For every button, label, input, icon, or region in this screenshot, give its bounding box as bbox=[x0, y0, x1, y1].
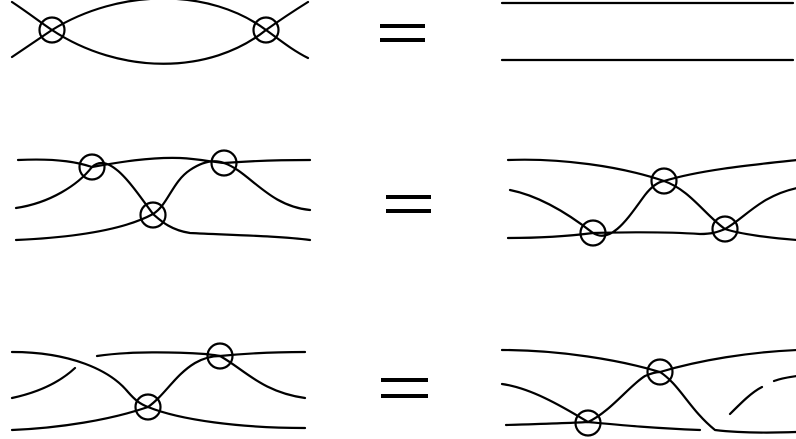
row2-left-wave-strand-b bbox=[14, 160, 312, 242]
row1-left-upper-strand bbox=[10, 0, 310, 60]
row2-right-tangle bbox=[506, 158, 796, 247]
row2-right-wave-strand-a bbox=[508, 179, 796, 242]
row1-equals-sign bbox=[380, 24, 425, 42]
row-mixed-move bbox=[10, 342, 796, 437]
row2-left-tangle bbox=[14, 149, 312, 242]
row3-right-under-strand-right bbox=[772, 375, 796, 383]
virtual-crossing-circle bbox=[646, 358, 674, 386]
row2-right-wave-strand-b bbox=[506, 187, 796, 240]
row3-left-under-strand-right bbox=[95, 350, 307, 358]
row1-left-tangle bbox=[10, 0, 310, 65]
row3-right-bottom-strand bbox=[504, 420, 702, 432]
row2-left-top-strand bbox=[16, 156, 312, 169]
row-virtual-move-2 bbox=[10, 0, 795, 65]
row3-left-tangle bbox=[10, 342, 307, 432]
row3-right-under-strand-left bbox=[728, 385, 764, 416]
row-virtual-move-3 bbox=[14, 149, 796, 247]
virtual-crossing-circle bbox=[579, 219, 607, 247]
equals-bar-bottom bbox=[386, 209, 431, 213]
row3-right-wave-strand bbox=[500, 370, 796, 434]
virtual-crossing-circle bbox=[711, 215, 739, 243]
virtual-crossing-circle bbox=[252, 16, 280, 44]
row1-left-lower-strand bbox=[10, 0, 310, 65]
row3-equals-sign bbox=[381, 378, 428, 398]
virtual-crossing-circle bbox=[206, 342, 234, 370]
equals-bar-top bbox=[380, 24, 425, 28]
virtual-crossing-circle bbox=[134, 393, 162, 421]
virtual-crossing-circle bbox=[210, 149, 238, 177]
row2-left-wave-strand-a bbox=[14, 161, 312, 242]
row2-equals-sign bbox=[386, 195, 431, 213]
virtual-crossing-circle bbox=[78, 153, 106, 181]
virtual-crossing-circle bbox=[139, 201, 167, 229]
equals-bar-top bbox=[381, 378, 428, 382]
row3-right-tangle bbox=[500, 348, 796, 437]
equals-bar-bottom bbox=[381, 394, 428, 398]
virtual-crossing-circle bbox=[38, 16, 66, 44]
row3-left-bottom-strand bbox=[10, 405, 307, 432]
virtual-crossing-circle bbox=[650, 167, 678, 195]
row3-left-under-strand-left bbox=[10, 366, 77, 400]
virtual-crossing-circle bbox=[574, 409, 602, 437]
equals-bar-bottom bbox=[380, 38, 425, 42]
row1-right-tangle bbox=[500, 1, 795, 62]
equals-bar-top bbox=[386, 195, 431, 199]
